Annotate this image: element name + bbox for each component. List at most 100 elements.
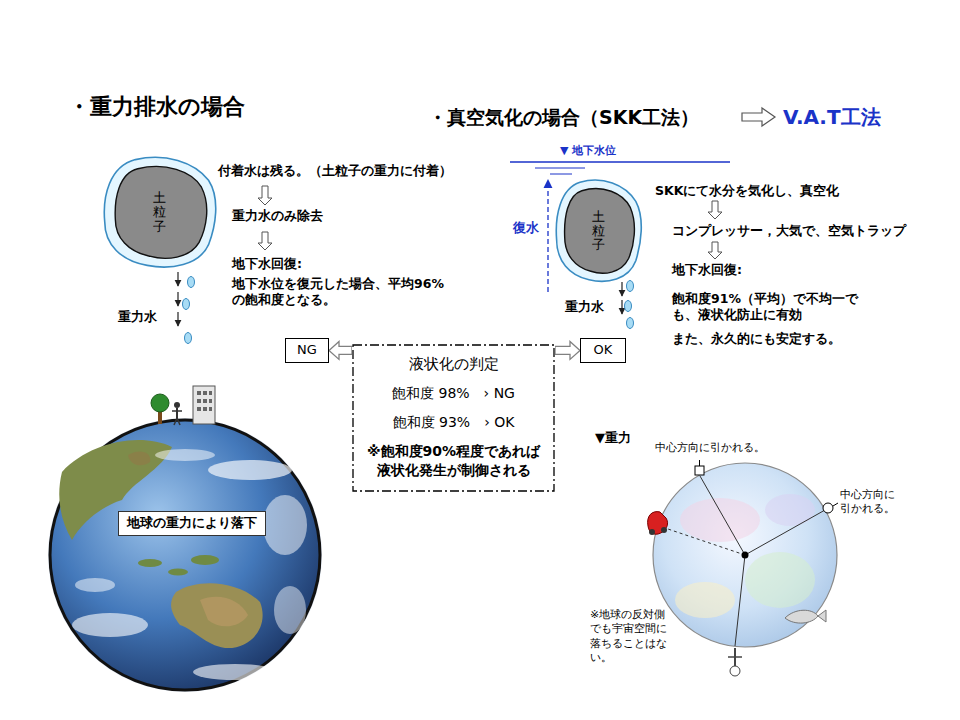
section-heading: ・重力排水の場合 <box>68 93 245 122</box>
earth-picture <box>171 583 263 648</box>
judgement-box: 液状化の判定飽和度 98% › NG飽和度 93% › OK※飽和度90%程度で… <box>352 344 555 492</box>
gravity-globe <box>785 610 826 623</box>
water-level <box>510 162 730 174</box>
dash-dot-border <box>353 345 554 491</box>
hollow-arrow <box>708 242 722 259</box>
gravity-globe <box>653 463 837 647</box>
water-drops <box>177 312 178 326</box>
box-text: ※飽和度90%程度であれば液状化発生が制御される <box>360 442 547 480</box>
earth-figures <box>193 386 215 424</box>
earth-picture <box>72 613 148 637</box>
earth-picture <box>155 449 215 461</box>
earth-figures <box>176 408 178 418</box>
water-level <box>510 161 730 163</box>
gravity-globe <box>648 460 838 676</box>
note-text: 地下水位を復元した場合、平均96%の飽和度となる。 <box>232 276 444 309</box>
earth-figures <box>197 391 201 395</box>
gravity-globe <box>662 527 745 555</box>
note-text: ※地球の反対側でも宇宙空間に落ちることはない。 <box>590 608 672 665</box>
soil-particle: 土粒子 <box>553 178 643 284</box>
particle-core <box>565 189 635 274</box>
soil-particle: 土粒子 <box>100 155 218 270</box>
particle-label: 土粒子 <box>153 191 166 234</box>
block-arrow <box>329 341 352 359</box>
box-text: 飽和度 98% › NG <box>360 384 547 403</box>
gravity-globe <box>728 656 742 658</box>
note-text: また、永久的にも安定する。 <box>672 331 841 347</box>
box-heading: 液状化の判定 <box>360 354 547 374</box>
earth-picture <box>191 555 219 565</box>
water-film <box>556 180 641 281</box>
part-name: 重力水 <box>118 309 157 325</box>
method-name: V.A.T工法 <box>783 104 881 130</box>
earth-figures <box>209 391 212 395</box>
gravity-globe <box>833 503 838 506</box>
earth-figures <box>203 391 207 395</box>
earth-picture <box>193 664 277 680</box>
water-drops <box>178 272 195 344</box>
gravity-globe <box>745 510 825 555</box>
particle-core <box>115 166 207 258</box>
earth-picture <box>128 451 150 465</box>
hollow-arrow <box>742 108 775 126</box>
gravity-globe <box>742 552 749 559</box>
note-text: 地下水回復: <box>232 256 302 272</box>
earth-figures <box>151 386 215 425</box>
gravity-globe <box>648 512 668 535</box>
water-drops <box>183 299 190 310</box>
gravity-globe <box>745 552 815 608</box>
particle-label: 土粒子 <box>592 210 605 253</box>
caption-box: 地球の重力により落下 <box>118 511 266 536</box>
note-text: SKKにて水分を気化し、真空化 <box>655 183 839 199</box>
earth-figures <box>209 407 212 411</box>
earth-picture <box>168 569 188 576</box>
water-drops <box>177 292 178 306</box>
hollow-arrow <box>258 232 272 250</box>
gravity-globe <box>695 466 704 475</box>
part-name: 重力水 <box>565 299 604 315</box>
caption-text: 地球の重力により落下 <box>127 515 257 532</box>
callout-text: 中心方向に引かれる。 <box>840 488 902 517</box>
section-heading: ・真空気化の場合（SKK工法） <box>428 105 699 130</box>
note-text: 付着水は残る。（土粒子の重力に付着） <box>218 163 452 179</box>
water-drops <box>177 272 178 286</box>
recovery-label: 復水 <box>513 220 539 237</box>
gravity-globe <box>735 555 745 646</box>
water-drops <box>627 281 634 292</box>
result-box: NG <box>285 338 329 363</box>
earth-figures <box>203 407 207 411</box>
gravity-globe <box>661 527 667 533</box>
note-text: 地下水回復: <box>672 262 742 278</box>
figure-title: ▼重力 <box>595 430 631 447</box>
water-level-label: ▼ 地下水位 <box>560 144 616 158</box>
earth-figures <box>209 399 212 403</box>
earth-picture <box>263 495 307 555</box>
water-drops <box>185 333 192 344</box>
gravity-globe <box>730 666 740 676</box>
earth-figures <box>174 402 180 408</box>
hollow-arrow <box>708 201 722 219</box>
earth-figures <box>177 418 180 425</box>
gravity-globe <box>680 498 760 542</box>
earth-picture <box>138 559 162 567</box>
note-text: 重力水のみ除去 <box>232 208 323 224</box>
water-drops <box>622 281 634 329</box>
gravity-globe <box>823 503 833 513</box>
gravity-globe <box>699 460 700 466</box>
water-drops <box>621 282 622 296</box>
water-level <box>550 174 572 175</box>
earth-picture <box>50 420 320 690</box>
earth-figures <box>151 394 169 412</box>
water-film <box>104 157 215 267</box>
recovery-arrow <box>547 180 548 292</box>
callout-text: 中心方向に引かれる。 <box>655 441 765 455</box>
earth-picture <box>75 578 115 592</box>
water-drops <box>627 318 634 329</box>
gravity-globe <box>765 494 815 526</box>
note-text: 飽和度91%（平均）で不均一でも、液状化防止に有効 <box>672 291 877 324</box>
hollow-arrow <box>258 186 272 205</box>
water-level <box>535 168 585 169</box>
earth-figures <box>172 410 182 412</box>
